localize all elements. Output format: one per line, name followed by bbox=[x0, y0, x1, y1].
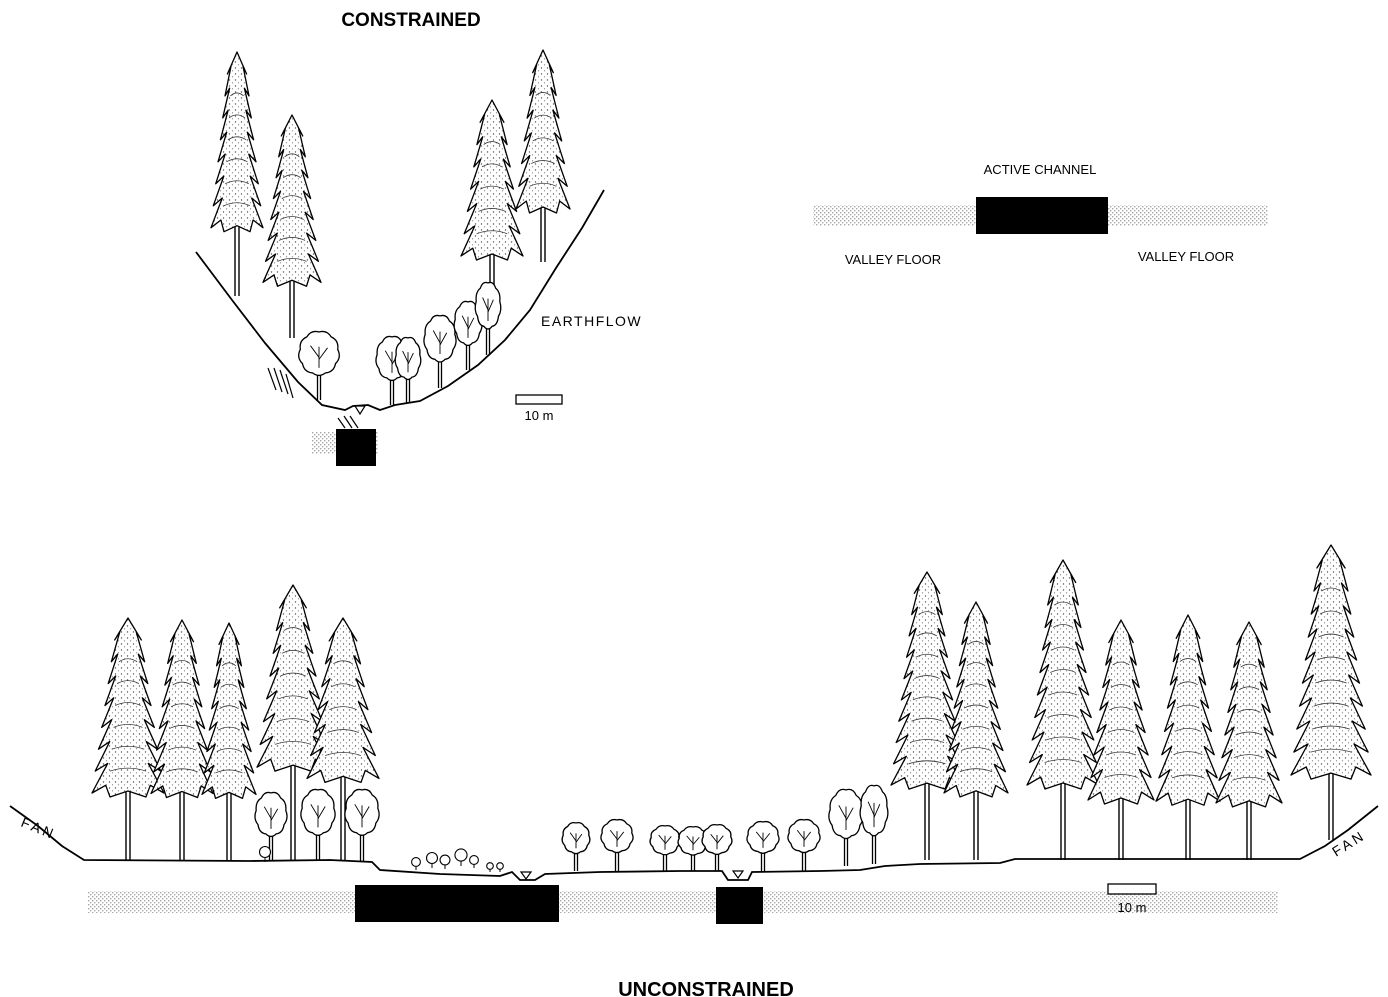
deciduous-tree bbox=[746, 820, 780, 871]
shrub bbox=[496, 862, 504, 872]
unconstrained-active-channel-main bbox=[355, 885, 559, 922]
deciduous-tree bbox=[300, 788, 336, 861]
constrained-scale-bar: 10 m bbox=[515, 394, 563, 423]
constrained-scale-label: 10 m bbox=[525, 408, 554, 423]
conifer-tree bbox=[890, 571, 964, 860]
conifer-tree bbox=[201, 622, 257, 861]
legend: ACTIVE CHANNEL VALLEY FLOOR VALLEY FLOOR bbox=[813, 162, 1268, 267]
shrub bbox=[258, 845, 272, 862]
constrained-section: EARTHFLOW 10 m bbox=[195, 49, 642, 466]
legend-valley-floor-left bbox=[813, 205, 976, 226]
conifer-tree bbox=[262, 114, 322, 338]
bank-hatching bbox=[267, 367, 359, 429]
unconstrained-conifers bbox=[91, 544, 1372, 861]
deciduous-tree bbox=[701, 823, 733, 871]
conifer-tree bbox=[1087, 619, 1155, 860]
legend-valley-floor-right-label: VALLEY FLOOR bbox=[1138, 249, 1234, 264]
constrained-scale-bar-box bbox=[515, 394, 563, 405]
unconstrained-valley-profile bbox=[9, 805, 1379, 881]
conifer-tree bbox=[91, 617, 165, 861]
unconstrained-title: UNCONSTRAINED bbox=[618, 979, 794, 997]
unconstrained-water-marker-right bbox=[731, 870, 745, 880]
conifer-tree bbox=[1026, 559, 1100, 860]
unconstrained-scale-bar-box bbox=[1107, 883, 1157, 895]
constrained-conifers bbox=[210, 49, 571, 338]
conifer-tree bbox=[256, 584, 330, 861]
unconstrained-scale-label: 10 m bbox=[1118, 900, 1147, 915]
deciduous-tree bbox=[677, 825, 709, 871]
unconstrained-deciduous bbox=[254, 784, 889, 871]
conifer-tree bbox=[210, 51, 264, 296]
shrub bbox=[469, 855, 479, 868]
shrub bbox=[411, 857, 421, 870]
deciduous-tree bbox=[859, 784, 889, 864]
deciduous-tree bbox=[561, 821, 591, 871]
shrub bbox=[439, 854, 451, 869]
deciduous-tree bbox=[828, 788, 864, 866]
constrained-title: CONSTRAINED bbox=[341, 10, 480, 31]
deciduous-tree bbox=[600, 818, 634, 871]
conifer-tree bbox=[943, 601, 1009, 860]
legend-active-channel-label: ACTIVE CHANNEL bbox=[984, 162, 1097, 177]
deciduous-tree bbox=[344, 788, 380, 861]
conifer-tree bbox=[150, 619, 214, 861]
unconstrained-water-marker-left bbox=[519, 871, 533, 881]
deciduous-tree bbox=[394, 336, 422, 403]
earthflow-label: EARTHFLOW bbox=[541, 313, 642, 329]
constrained-valley-profile bbox=[195, 189, 605, 411]
unconstrained-shrubs bbox=[258, 845, 504, 872]
fan-right-label: FAN bbox=[1329, 827, 1368, 860]
constrained-deciduous bbox=[298, 281, 502, 405]
unconstrained-scale-bar: 10 m bbox=[1107, 883, 1157, 915]
legend-valley-floor-left-label: VALLEY FLOOR bbox=[845, 252, 941, 267]
conifer-tree bbox=[515, 49, 571, 262]
legend-active-channel bbox=[976, 197, 1108, 234]
deciduous-tree bbox=[649, 824, 681, 871]
fan-left-label: FAN bbox=[19, 814, 59, 842]
conifer-tree bbox=[460, 99, 524, 300]
conifer-tree bbox=[306, 617, 380, 861]
deciduous-tree bbox=[298, 330, 340, 400]
shrub bbox=[454, 848, 468, 866]
conifer-tree bbox=[1215, 621, 1283, 860]
conifer-tree bbox=[1155, 614, 1221, 860]
shrub bbox=[486, 862, 494, 872]
unconstrained-section: FAN FAN 10 m bbox=[9, 544, 1379, 924]
legend-valley-floor-right bbox=[1108, 205, 1268, 226]
constrained-water-surface-marker bbox=[353, 405, 367, 416]
deciduous-tree bbox=[474, 281, 502, 355]
deciduous-tree bbox=[787, 818, 821, 871]
conifer-tree bbox=[1290, 544, 1372, 840]
deciduous-tree bbox=[254, 791, 288, 861]
unconstrained-valley-floor bbox=[88, 891, 1278, 913]
constrained-active-channel bbox=[336, 429, 376, 466]
unconstrained-active-channel-side bbox=[716, 887, 763, 924]
deciduous-tree bbox=[423, 314, 457, 388]
shrub bbox=[425, 851, 439, 868]
